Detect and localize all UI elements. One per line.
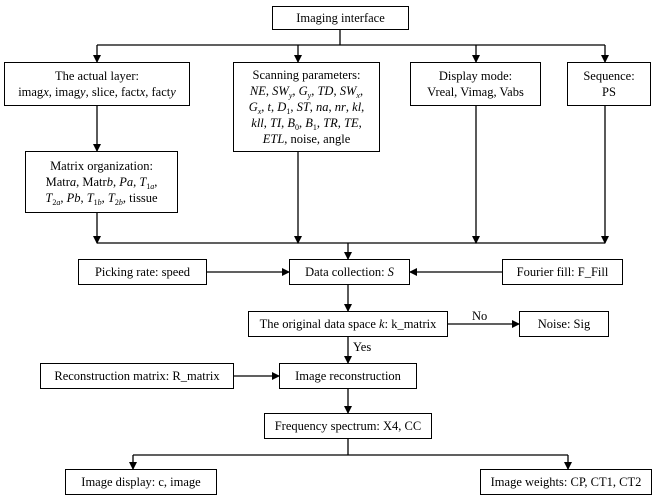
actual-layer-title: The actual layer: [55,69,139,83]
yes-edge-label: Yes [353,340,372,354]
original-data-space-label: The original data space k: k_matrix [259,317,437,331]
fourier-fill-box: Fourier fill: F_Fill [502,259,623,285]
imaging-interface-box: Imaging interface [272,6,409,30]
image-display-box: Image display: c, image [65,469,217,495]
matrix-organization-title: Matrix organization: [50,159,153,173]
scanning-parameters-line4: kll, TI, B0, B1, TR, TE, [251,116,362,132]
display-mode-box: Display mode: Vreal, Vimag, Vabs [410,62,541,106]
actual-layer-values: imagx, imagy, slice, factx, facty [18,85,176,99]
noise-box: Noise: Sig [519,311,609,337]
reconstruction-matrix-box: Reconstruction matrix: R_matrix [40,363,234,389]
original-data-space-box: The original data space k: k_matrix [248,311,448,337]
scanning-parameters-title: Scanning parameters: [252,68,361,82]
actual-layer-box: The actual layer: imagx, imagy, slice, f… [4,62,190,106]
matrix-organization-line3: T2a, Pb, T1b, T2b, tissue [45,191,158,207]
data-collection-label: Data collection: S [305,265,394,279]
scanning-parameters-line5: ETL, noise, angle [262,132,351,146]
sequence-value: PS [602,85,616,99]
sequence-box: Sequence: PS [567,62,651,106]
matrix-organization-box: Matrix organization: Matra, Matrb, Pa, T… [25,151,178,213]
data-collection-box: Data collection: S [289,259,410,285]
scanning-parameters-line3: Gx, t, D1, ST, na, nr, kl, [248,100,365,116]
scanning-parameters-box: Scanning parameters: NE, SWy, Gy, TD, SW… [233,62,380,152]
image-weights-box: Image weights: CP, CT1, CT2 [480,469,652,495]
scanning-parameters-line2: NE, SWy, Gy, TD, SWx, [249,84,364,100]
frequency-spectrum-box: Frequency spectrum: X4, CC [264,413,432,439]
no-edge-label: No [472,309,488,323]
matrix-organization-line2: Matra, Matrb, Pa, T1a, [45,175,158,191]
display-mode-title: Display mode: [438,69,513,83]
display-mode-values: Vreal, Vimag, Vabs [427,85,524,99]
image-reconstruction-box: Image reconstruction [279,363,417,389]
picking-rate-box: Picking rate: speed [78,259,207,285]
sequence-title: Sequence: [583,69,635,83]
